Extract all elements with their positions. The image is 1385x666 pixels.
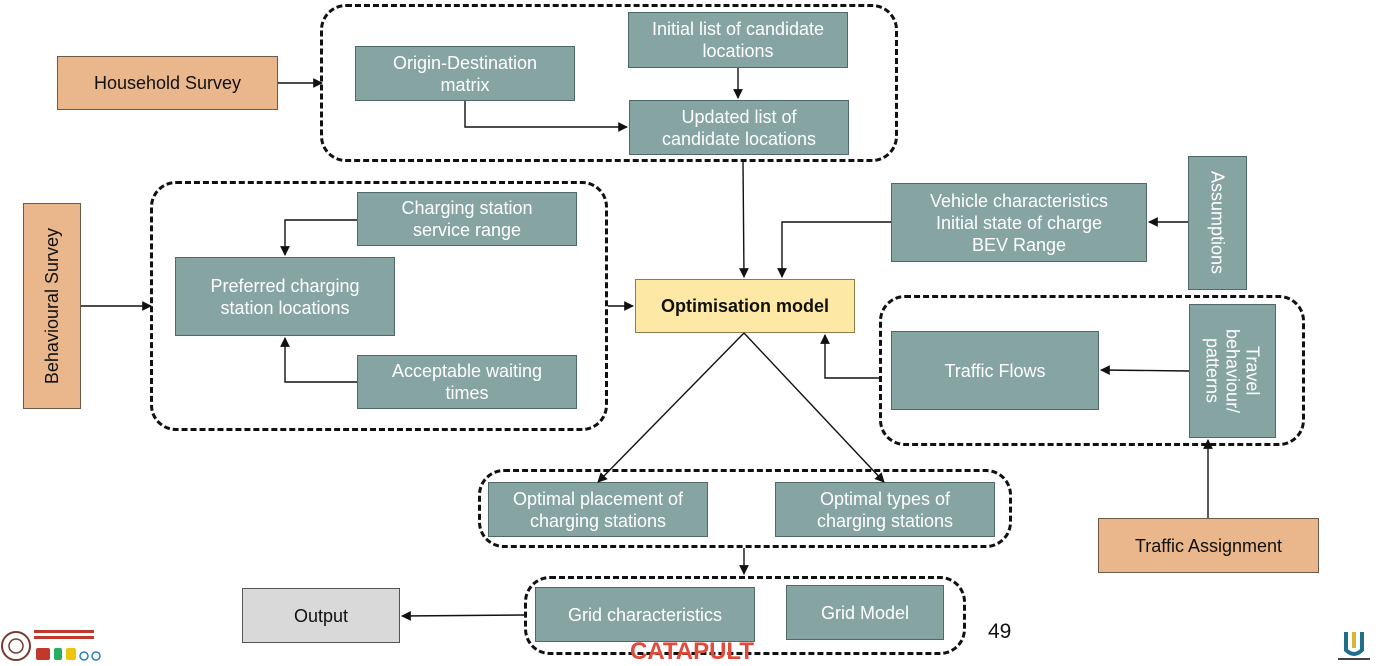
updated-candidates-box: Updated list of candidate locations	[629, 100, 849, 155]
arrow-range-to-preferred	[280, 219, 357, 256]
arrow-travel-to-flows	[1100, 365, 1190, 375]
group-optimal-outputs	[478, 469, 1012, 548]
assumptions-label: Assumptions	[1207, 171, 1228, 275]
group-traffic	[879, 295, 1305, 446]
arrow-waiting-to-preferred	[280, 337, 357, 383]
partner-logo	[1338, 632, 1370, 660]
arrow-vehicle-to-model	[777, 221, 891, 278]
arrow-model-to-placement	[597, 332, 745, 483]
waiting-times-box: Acceptable waiting times	[357, 355, 577, 409]
arrow-traffic-group-to-model	[820, 334, 879, 379]
lab-logo	[1, 630, 101, 661]
page-number: 49	[988, 620, 1012, 643]
traffic-assignment-box: Traffic Assignment	[1098, 518, 1319, 573]
travel-behaviour-box: Travel behaviour/ patterns	[1189, 304, 1276, 438]
output-box: Output	[242, 588, 400, 643]
cs-service-range-box: Charging station service range	[357, 192, 577, 246]
travel-behaviour-label: Travel behaviour/ patterns	[1202, 328, 1263, 414]
preferred-locations-box: Preferred charging station locations	[175, 257, 395, 336]
arrow-updated-to-model	[739, 161, 749, 278]
catapult-logo: CATAPULT	[630, 638, 754, 665]
household-survey-box: Household Survey	[57, 56, 278, 110]
grid-characteristics-box: Grid characteristics	[535, 587, 755, 642]
optimal-types-box: Optimal types of charging stations	[775, 482, 995, 537]
behavioural-survey-box: Behavioural Survey	[23, 203, 81, 409]
arrow-grid-to-output	[401, 611, 525, 621]
arrow-od-to-updated	[464, 101, 628, 132]
arrow-model-to-types	[743, 332, 885, 483]
grid-model-box: Grid Model	[786, 585, 944, 640]
traffic-flows-box: Traffic Flows	[891, 331, 1099, 410]
group-grid	[524, 576, 966, 655]
initial-candidates-box: Initial list of candidate locations	[628, 12, 848, 68]
vehicle-characteristics-box: Vehicle characteristics Initial state of…	[891, 183, 1147, 262]
optimisation-model-box: Optimisation model	[635, 279, 855, 333]
od-matrix-box: Origin-Destination matrix	[355, 46, 575, 101]
assumptions-box: Assumptions	[1188, 156, 1247, 290]
